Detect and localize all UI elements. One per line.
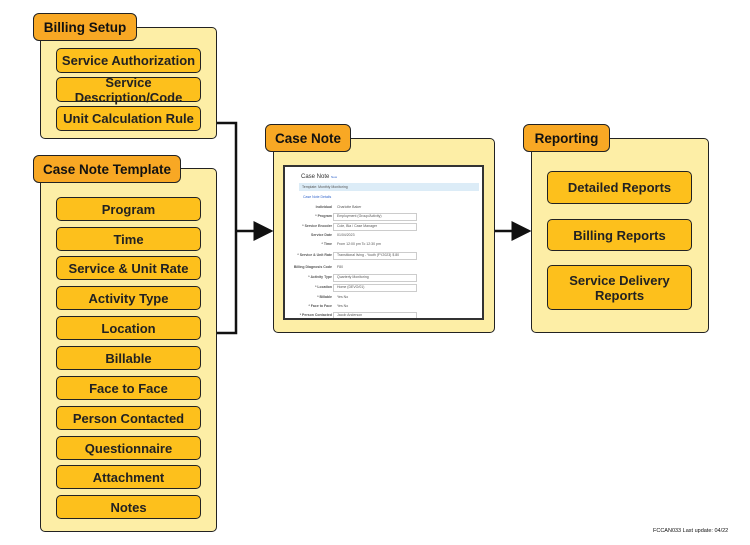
case-note-template-title: Case Note Template [33,155,181,183]
field-label: * Activity Type [308,275,332,279]
field-label: * Person Contacted [299,313,332,317]
form-row: Billing Diagnosis Code F80 [285,265,482,273]
field-value: Jacob Anderson [337,313,363,317]
field-value: Yes No [337,304,349,308]
form-row: Individual Charlotte Baker [285,205,482,213]
form-row: * Location Home (DEVO/01) [285,284,482,293]
item-service-description-code: Service Description/Code [56,75,201,105]
form-row: Service Date 01/04/2023 [285,233,482,241]
item-face-to-face: Face to Face [56,376,201,400]
form-row: * Service & Unit Rate Transitional living… [285,252,482,261]
field-select [333,284,417,292]
field-value: Transitional living - Youth (FY2023) $ 8… [337,253,400,257]
field-value: Cole, Bia / Case Manager [337,224,378,228]
item-person-contacted: Person Contacted [56,406,201,430]
field-value: Home (DEVO/01) [337,285,365,289]
field-label: Billing Diagnosis Code [293,265,332,269]
form-row: * Program Employment (Group/Activity) [285,213,482,222]
form-row: * Person Contacted Jacob Anderson [285,312,482,318]
field-value: Yes No [337,295,349,299]
section-title: Case Note Details [303,195,332,199]
field-label: * Service Encoder [302,224,332,228]
item-activity-type: Activity Type [56,286,201,310]
field-value: Employment (Group/Activity) [337,214,382,218]
form-row: * Billable Yes No [285,295,482,303]
item-billable: Billable [56,346,201,370]
screenshot-heading: Case Note New [301,174,338,180]
item-questionnaire: Questionnaire [56,436,201,460]
item-unit-calculation-rule: Unit Calculation Rule [56,106,201,131]
item-location: Location [56,316,201,340]
field-label: * Face to Face [308,304,332,308]
field-select [333,274,417,282]
reporting-title: Reporting [523,124,610,152]
item-program: Program [56,197,201,221]
case-note-screenshot: Case Note New Template: Monthly Monitori… [283,165,484,320]
billing-setup-title: Billing Setup [33,13,137,41]
field-select [333,312,417,318]
template-banner: Template: Monthly Monitoring [299,183,479,191]
form-row: * Face to Face Yes No [285,304,482,312]
item-billing-reports: Billing Reports [547,219,692,251]
field-value: Quarterly Monitoring [337,275,369,279]
item-time: Time [56,227,201,251]
field-value: From 12:00 pm To 12:30 pm [337,242,381,246]
field-label: * Location [315,285,332,289]
form-row: * Time From 12:00 pm To 12:30 pm [285,242,482,250]
field-select [333,252,417,260]
field-select [333,213,417,221]
bracket-line [216,121,238,335]
field-label: * Program [315,214,332,218]
field-label: * Service & Unit Rate [297,253,332,257]
field-value: 01/04/2023 [337,233,355,237]
field-value: Charlotte Baker [337,205,362,209]
form-row: * Activity Type Quarterly Monitoring [285,274,482,283]
form-row: * Service Encoder Cole, Bia / Case Manage… [285,223,482,232]
footer-text: FCCAN033 Last update: 04/22 [653,528,729,534]
field-select [333,223,417,231]
field-label: * Billable [317,295,332,299]
field-label: Service Date [310,233,332,237]
item-detailed-reports: Detailed Reports [547,171,692,204]
item-service-delivery-reports: Service Delivery Reports [547,265,692,310]
item-service-unit-rate: Service & Unit Rate [56,256,201,280]
field-label: Individual [315,205,332,209]
item-notes: Notes [56,495,201,519]
field-label: * Time [321,242,332,246]
item-attachment: Attachment [56,465,201,489]
item-service-authorization: Service Authorization [56,48,201,73]
field-value: F80 [337,265,344,269]
case-note-title: Case Note [265,124,351,152]
